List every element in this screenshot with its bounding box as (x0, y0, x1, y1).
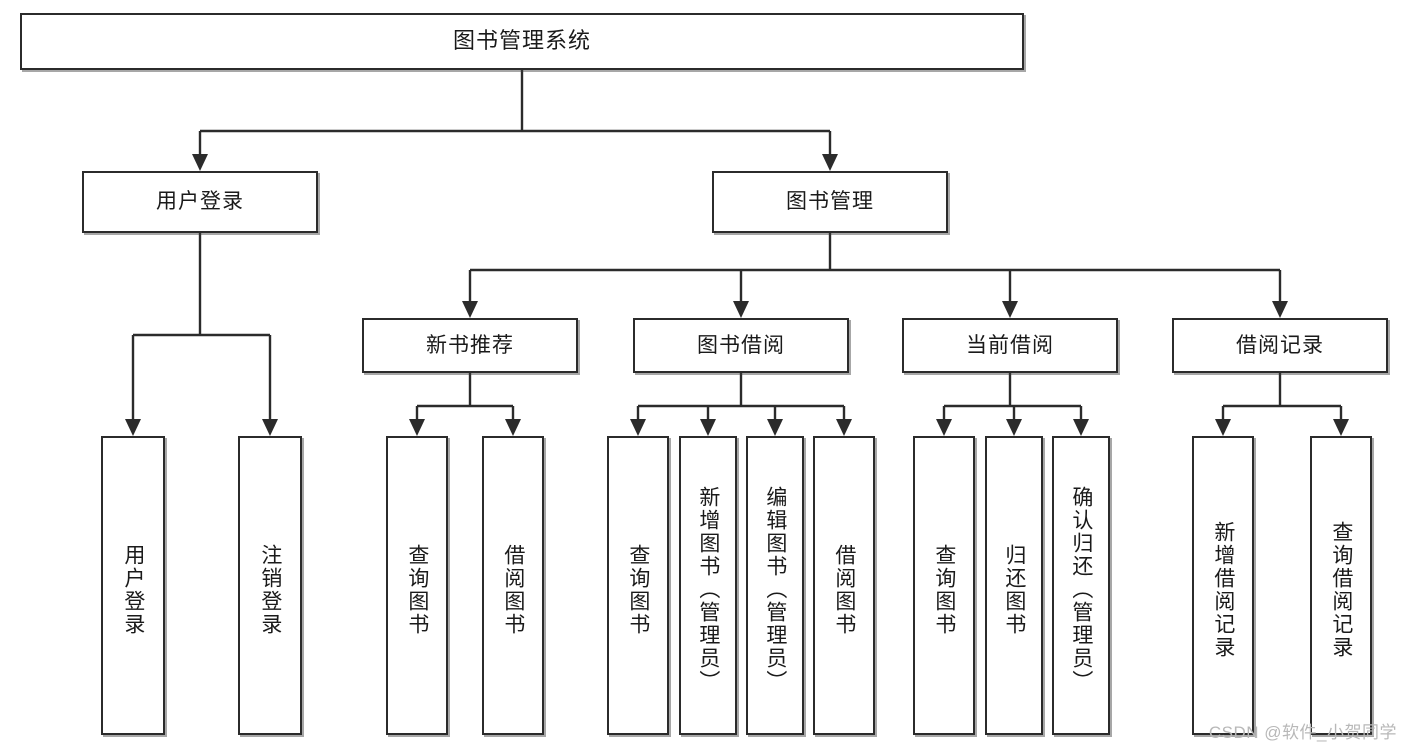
connector-arrowhead (822, 154, 838, 171)
node-label-wrap: 编辑图书（管理员） (748, 446, 802, 733)
node-label-wrap: 新增图书（管理员） (681, 446, 735, 733)
connector-arrowhead (192, 154, 208, 171)
node-label: 注销登录 (258, 543, 282, 636)
node-label: 用户登录 (156, 190, 244, 214)
connector-arrowhead (1333, 419, 1349, 436)
node-label: 新增借阅记录 (1211, 520, 1235, 659)
node-label: 图书借阅 (697, 333, 785, 357)
node-leaf-edit-book[interactable]: 编辑图书（管理员） (746, 436, 804, 735)
connector-arrowhead (700, 419, 716, 436)
node-label: 借阅图书 (832, 543, 856, 636)
node-leaf-borrow-book-1[interactable]: 借阅图书 (482, 436, 544, 735)
node-label: 新增图书（管理员） (696, 486, 720, 693)
node-label: 查询图书 (405, 543, 429, 636)
node-book-manage[interactable]: 图书管理 (712, 171, 948, 233)
connector-arrowhead (1215, 419, 1231, 436)
node-label-wrap: 用户登录 (103, 446, 163, 733)
node-leaf-logout[interactable]: 注销登录 (238, 436, 302, 735)
node-leaf-add-record[interactable]: 新增借阅记录 (1192, 436, 1254, 735)
connector-arrowhead (630, 419, 646, 436)
connector-arrowhead (1272, 301, 1288, 318)
connector-arrowhead (767, 419, 783, 436)
node-label: 查询图书 (626, 543, 650, 636)
node-leaf-query-book-3[interactable]: 查询图书 (913, 436, 975, 735)
node-label-wrap: 借阅图书 (484, 446, 542, 733)
node-label-wrap: 归还图书 (987, 446, 1041, 733)
node-label: 当前借阅 (966, 333, 1054, 357)
node-current-borrow[interactable]: 当前借阅 (902, 318, 1118, 373)
connector-arrowhead (462, 301, 478, 318)
node-label: 归还图书 (1002, 543, 1026, 636)
node-label: 查询借阅记录 (1329, 520, 1353, 659)
connector-arrowhead (409, 419, 425, 436)
connector-arrowhead (505, 419, 521, 436)
node-leaf-query-book-1[interactable]: 查询图书 (386, 436, 448, 735)
node-label-wrap: 新增借阅记录 (1194, 446, 1252, 733)
node-book-borrow[interactable]: 图书借阅 (633, 318, 849, 373)
node-leaf-borrow-book-2[interactable]: 借阅图书 (813, 436, 875, 735)
node-root[interactable]: 图书管理系统 (20, 13, 1024, 70)
node-label: 查询图书 (932, 543, 956, 636)
node-leaf-confirm-return[interactable]: 确认归还（管理员） (1052, 436, 1110, 735)
node-label-wrap: 确认归还（管理员） (1054, 446, 1108, 733)
connector-arrowhead (125, 419, 141, 436)
node-label: 图书管理 (786, 190, 874, 214)
node-label: 用户登录 (121, 543, 145, 636)
node-label: 编辑图书（管理员） (763, 486, 787, 693)
node-label-wrap: 借阅图书 (815, 446, 873, 733)
connector-arrowhead (836, 419, 852, 436)
node-label: 图书管理系统 (452, 28, 591, 54)
node-label: 新书推荐 (426, 333, 514, 357)
connector-arrowhead (1002, 301, 1018, 318)
node-label: 确认归还（管理员） (1069, 486, 1093, 693)
node-leaf-return-book[interactable]: 归还图书 (985, 436, 1043, 735)
node-leaf-query-record[interactable]: 查询借阅记录 (1310, 436, 1372, 735)
watermark-label: CSDN @软件_小贺同学 (1208, 723, 1397, 742)
node-label-wrap: 注销登录 (240, 446, 300, 733)
connector-arrowhead (1006, 419, 1022, 436)
node-label-wrap: 查询图书 (609, 446, 667, 733)
node-leaf-add-book[interactable]: 新增图书（管理员） (679, 436, 737, 735)
connector-arrowhead (1073, 419, 1089, 436)
node-label-wrap: 查询图书 (388, 446, 446, 733)
node-label-wrap: 查询图书 (915, 446, 973, 733)
connector-arrowhead (936, 419, 952, 436)
connector-arrowhead (262, 419, 278, 436)
node-user-login[interactable]: 用户登录 (82, 171, 318, 233)
node-label-wrap: 查询借阅记录 (1312, 446, 1370, 733)
node-label: 借阅记录 (1236, 333, 1324, 357)
node-new-book-rec[interactable]: 新书推荐 (362, 318, 578, 373)
node-borrow-record[interactable]: 借阅记录 (1172, 318, 1388, 373)
connector-arrowhead (733, 301, 749, 318)
node-leaf-query-book-2[interactable]: 查询图书 (607, 436, 669, 735)
node-leaf-user-login[interactable]: 用户登录 (101, 436, 165, 735)
node-label: 借阅图书 (501, 543, 525, 636)
